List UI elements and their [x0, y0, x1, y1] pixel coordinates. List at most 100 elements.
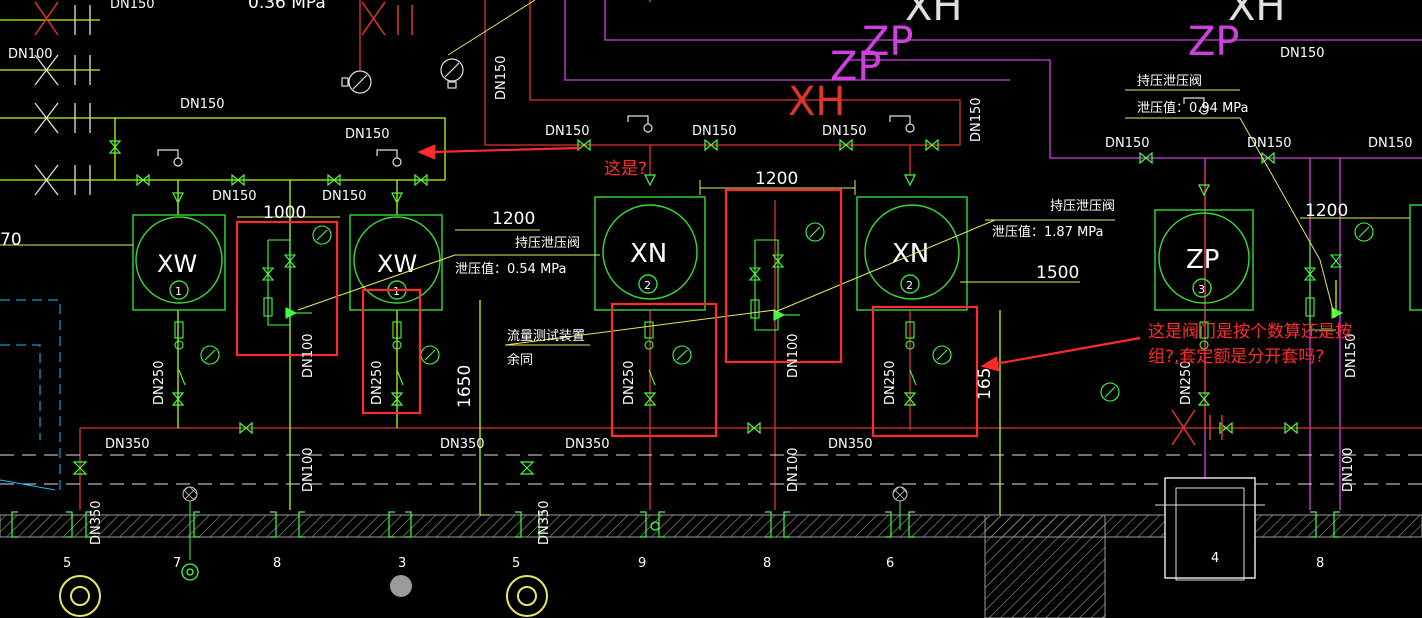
- grid-number-labels: 5 7 8 3 5 9 8 6 4 8: [63, 551, 1324, 571]
- dn250-label: DN250: [622, 360, 637, 405]
- top-gauges: [157, 58, 1209, 167]
- system-marks: XH XH XH ZP ZP ZP: [788, 0, 1285, 125]
- pump-number-xn-2: 2: [906, 279, 913, 292]
- dn250-label: DN250: [370, 360, 385, 405]
- flow-test-note-same: 余同: [507, 352, 533, 368]
- flow-test-note: 流量测试装置: [507, 329, 585, 344]
- grid-number: 3: [398, 556, 406, 571]
- grid-number: 8: [763, 556, 771, 571]
- dn250-label: DN250: [152, 360, 167, 405]
- dn150-vertical-label: DN150: [494, 55, 509, 100]
- pipe-size-labels: DN150 0.36 MPa DN100 DN150 DN150 DN150 D…: [8, 0, 1413, 452]
- annotation-arrows: [417, 144, 1141, 372]
- drain-2: [892, 486, 908, 502]
- grid-number: 8: [273, 556, 281, 571]
- dn150-label: DN150: [1368, 136, 1413, 151]
- dn350-vertical-label: DN350: [89, 500, 104, 545]
- pump-number-zp: 3: [1198, 283, 1205, 296]
- relief-valve-note-value: 泄压值：1.87 MPa: [992, 224, 1104, 240]
- grid-dot-3: [390, 575, 412, 597]
- annotation-question-1: 这是?: [604, 159, 647, 179]
- dim-1650: 165: [975, 368, 995, 400]
- pump-discharge-fittings: [174, 222, 1374, 402]
- dim-70: 70: [0, 230, 22, 250]
- relief-valve-note-title: 持压泄压阀: [1137, 74, 1202, 89]
- pump-xw-1: [132, 214, 226, 311]
- dn150-label: DN150: [322, 189, 367, 204]
- dn250-label: DN250: [883, 360, 898, 405]
- dim-1200: 1200: [1305, 201, 1348, 221]
- dn350-label: DN350: [565, 437, 610, 452]
- dn150-label: DN150: [545, 124, 590, 139]
- relief-valve-assembly-2: [748, 239, 800, 331]
- grid-bubbles: [59, 575, 548, 617]
- dn350-vertical-label: DN350: [537, 500, 552, 545]
- dn100-label: DN100: [301, 333, 316, 378]
- dim-1200: 1200: [492, 209, 535, 229]
- pump-zp: [1154, 209, 1254, 311]
- dn150-vertical-label: DN150: [1344, 333, 1359, 378]
- dim-1000: 1000: [263, 203, 306, 223]
- dn350-label: DN350: [440, 437, 485, 452]
- valve-notes: 持压泄压阀 泄压值：0.54 MPa 持压泄压阀 泄压值：1.87 MPa 持压…: [455, 74, 1249, 368]
- relief-valve-assembly-1: [261, 239, 312, 326]
- xh-mark: XH: [905, 0, 962, 30]
- dn150-label: DN150: [1280, 46, 1325, 61]
- floor-structure: [0, 299, 1422, 618]
- xh-pipe-network: [79, 0, 1422, 510]
- leader-lines: [0, 0, 1410, 516]
- dn150-label: DN150: [1247, 136, 1292, 151]
- pump-number-xw-2: 1: [393, 285, 400, 298]
- xh-mark: XH: [1228, 0, 1285, 30]
- relief-valve-note-value: 泄压值：0.54 MPa: [455, 261, 567, 277]
- pump-label-xw-1: XW: [157, 250, 197, 278]
- grid-number: 5: [512, 556, 520, 571]
- relief-valve-note-title: 持压泄压阀: [1050, 199, 1115, 214]
- dimension-labels: 1000 1200 1200 1200 1500 70 1650 165: [0, 169, 1348, 408]
- dn150-label: DN150: [1105, 136, 1150, 151]
- relief-valve-note-title: 持压泄压阀: [515, 236, 580, 251]
- annotation-boxes: [235, 188, 979, 438]
- dn100-label: DN100: [786, 333, 801, 378]
- grid-number: 8: [1316, 556, 1324, 571]
- annotation-question-2-line2: 组?,套定额是分开套吗?: [1148, 347, 1324, 367]
- annotation-question-2-line1: 这是阀门是按个数算还是按: [1148, 322, 1352, 342]
- dn150-vertical-label: DN150: [969, 97, 984, 142]
- zp-mark: ZP: [862, 19, 914, 65]
- grid-number: 7: [173, 556, 181, 571]
- dn350-label: DN350: [105, 437, 150, 452]
- pump-xn-1: [594, 196, 706, 311]
- pump-number-xn-1: 2: [644, 279, 651, 292]
- dn100-label: DN100: [786, 447, 801, 492]
- dn150-label: DN150: [692, 124, 737, 139]
- pump-label-xw-2: XW: [377, 250, 417, 278]
- zp-mark: ZP: [830, 44, 882, 90]
- dim-1500: 1500: [1036, 263, 1079, 283]
- pump-edge: [1409, 204, 1422, 311]
- drain-1: [182, 486, 198, 502]
- grid-number: 9: [638, 556, 646, 571]
- pump-label-zp: ZP: [1186, 245, 1220, 275]
- dn150-label: DN150: [822, 124, 867, 139]
- dn150-label: DN150: [212, 189, 257, 204]
- floor-brackets: [11, 511, 1340, 538]
- relief-valve-note-value: 泄压值：0.94 MPa: [1137, 100, 1249, 116]
- grid-number: 6: [886, 556, 894, 571]
- dn100-left-label: DN100: [8, 47, 53, 62]
- xw-pipe-network: [0, 19, 1337, 515]
- top-dn150-cut: DN150: [110, 0, 155, 12]
- dn150-label: DN150: [180, 97, 225, 112]
- vertical-pipe-labels: DN150 DN150 DN250 DN250 DN250 DN250 DN25…: [89, 55, 1359, 545]
- pump-label-xn-1: XN: [630, 239, 667, 269]
- dn150-label: DN150: [345, 127, 390, 142]
- zp-pipe-network: [564, 0, 1422, 510]
- cross-marks-left: [34, 5, 91, 196]
- xh-mark: XH: [788, 79, 845, 125]
- dn100-label: DN100: [1341, 447, 1356, 492]
- dn350-label: DN350: [828, 437, 873, 452]
- dn250-label: DN250: [1179, 360, 1194, 405]
- pump-number-xw-1: 1: [175, 285, 182, 298]
- top-pressure-cut: 0.36 MPa: [248, 0, 326, 13]
- grid-number: 5: [63, 556, 71, 571]
- zp-mark: ZP: [1188, 19, 1240, 65]
